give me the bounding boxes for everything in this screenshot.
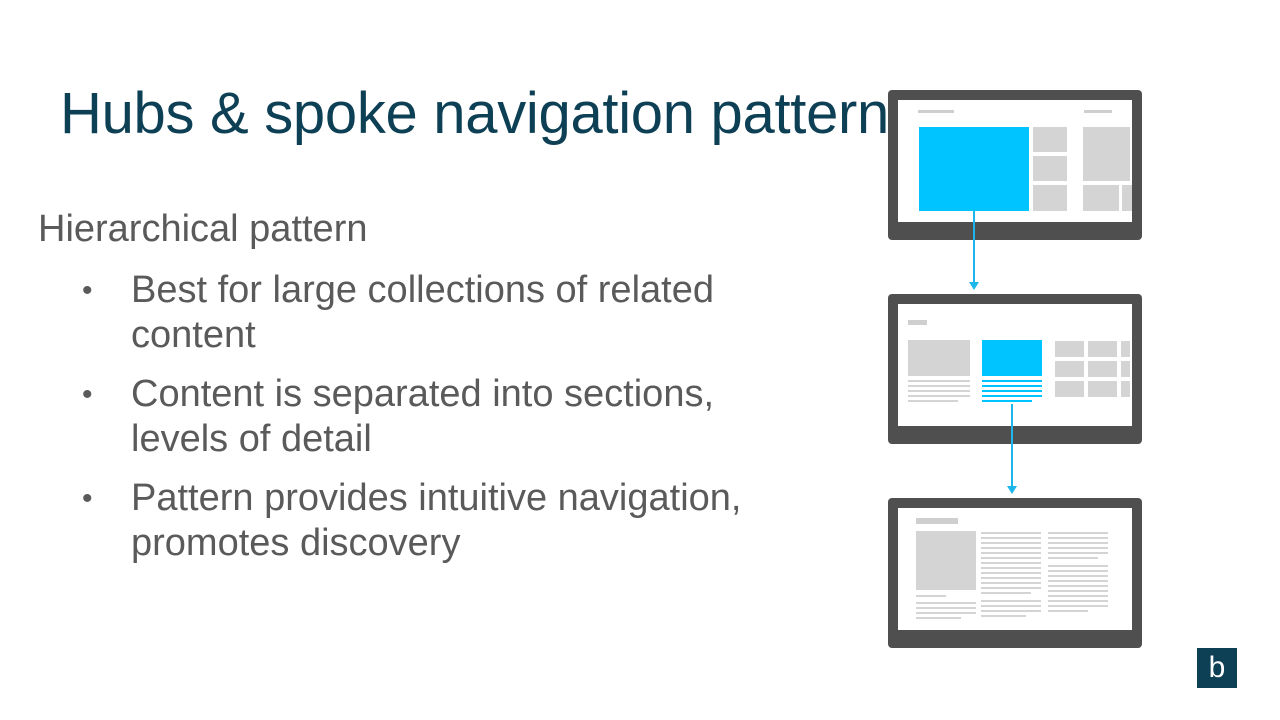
bullet-item: • Content is separated into sections, le… xyxy=(80,372,800,462)
slide-title: Hubs & spoke navigation pattern xyxy=(60,81,890,146)
bullet-icon: • xyxy=(82,274,93,307)
section-page-illustration xyxy=(888,294,1142,444)
bullet-item: • Best for large collections of related … xyxy=(80,268,800,358)
arrow-icon xyxy=(969,211,979,290)
bullet-icon: • xyxy=(82,482,93,515)
bullet-icon: • xyxy=(82,378,93,411)
bullet-text: Pattern provides intuitive navigation, p… xyxy=(131,477,742,564)
bullet-text: Content is separated into sections, leve… xyxy=(131,373,715,460)
brand-logo: b xyxy=(1197,648,1237,688)
arrow-icon xyxy=(1007,404,1017,494)
bullet-list: • Best for large collections of related … xyxy=(80,268,800,580)
hub-spoke-diagram xyxy=(888,90,1142,648)
bullet-text: Best for large collections of related co… xyxy=(131,269,714,356)
hub-page-illustration xyxy=(888,90,1142,240)
bullet-item: • Pattern provides intuitive navigation,… xyxy=(80,476,800,566)
detail-page-illustration xyxy=(888,498,1142,648)
subheading: Hierarchical pattern xyxy=(38,208,368,250)
